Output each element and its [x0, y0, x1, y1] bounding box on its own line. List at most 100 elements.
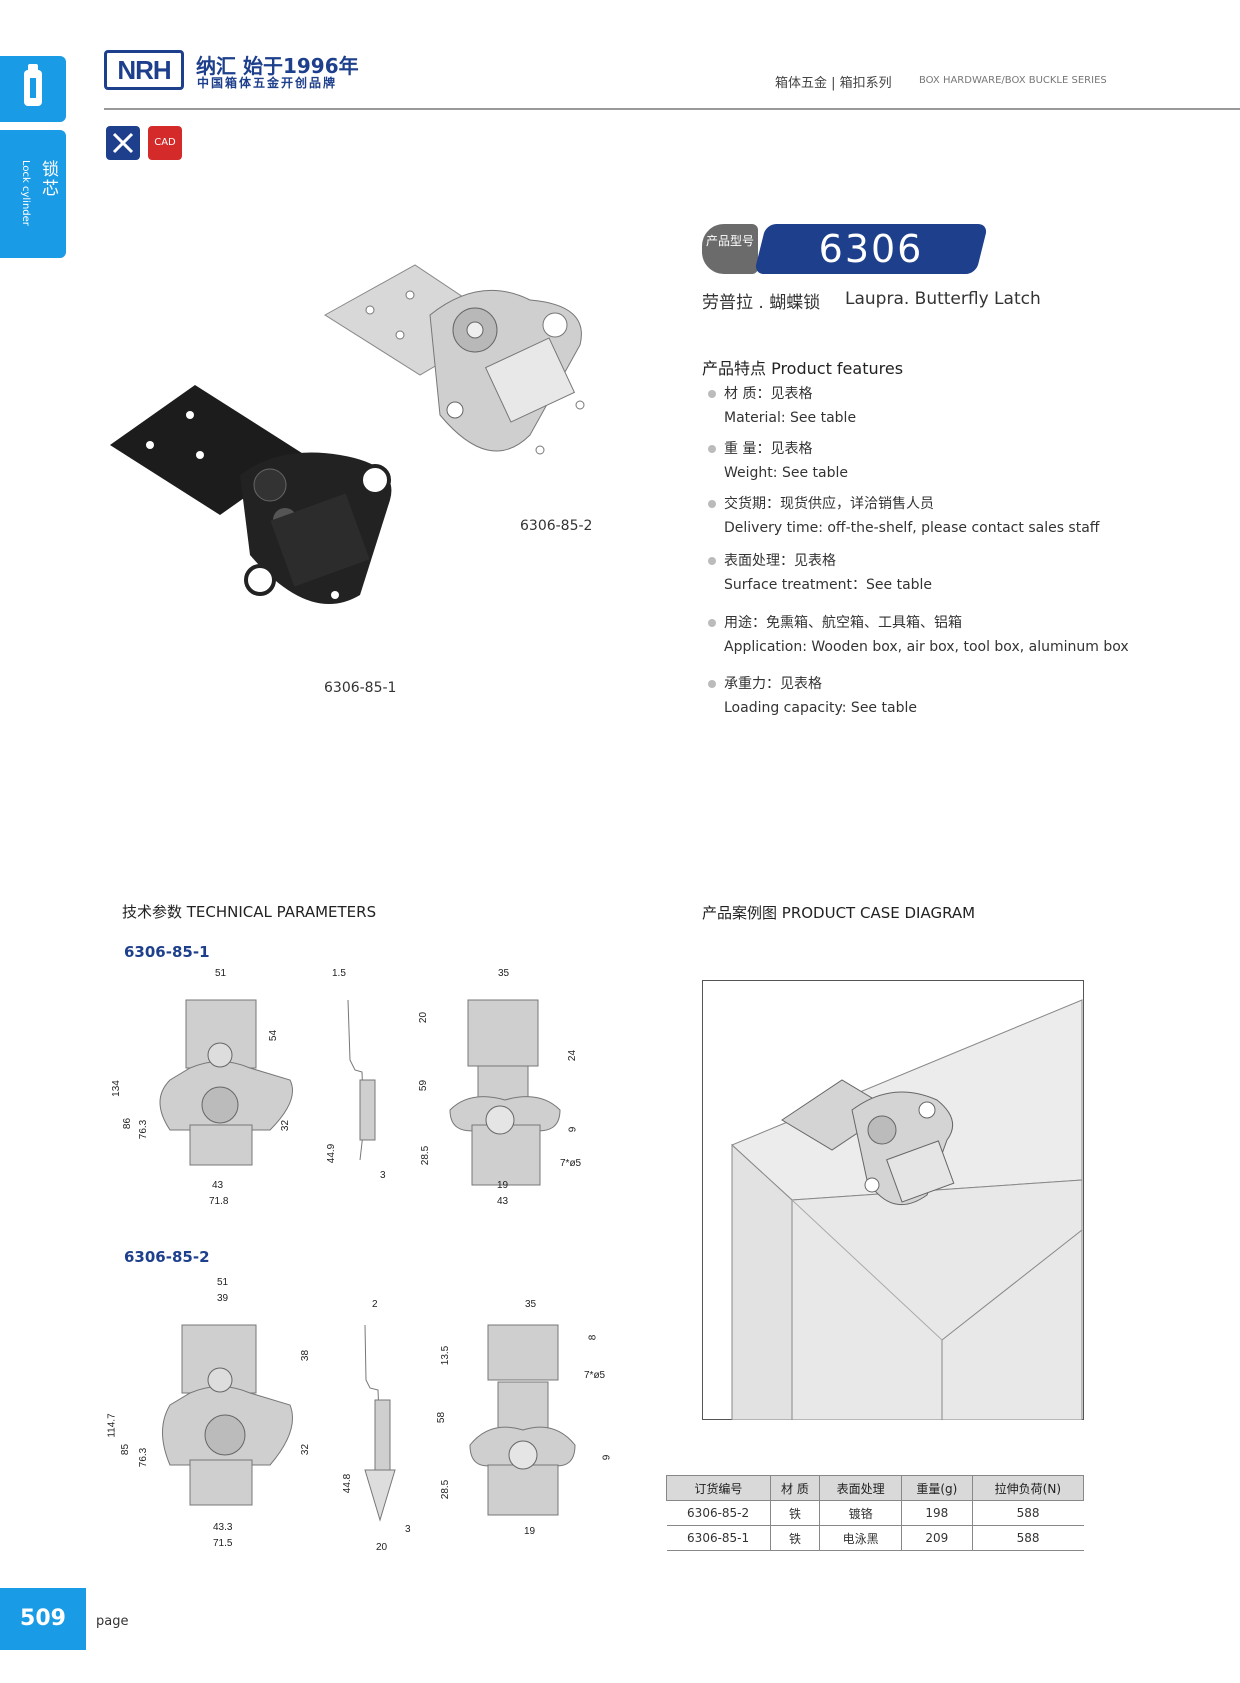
bullet-icon	[708, 445, 716, 453]
drawing-6306-85-1	[159, 999, 561, 1186]
col-header: 表面处理	[819, 1475, 903, 1501]
feature-item: 材 质：见表格 Material: See table	[708, 382, 856, 430]
dim: 44.9	[326, 1143, 338, 1164]
dim: 2	[372, 1299, 378, 1310]
latch-mounted-illustration	[781, 1079, 955, 1205]
dim: 35	[525, 1299, 537, 1310]
product-photo	[110, 264, 585, 604]
cell: 198	[901, 1500, 973, 1526]
dim: 43.3	[213, 1522, 233, 1533]
dim: 24	[567, 1049, 579, 1062]
model-number: 6306	[818, 227, 924, 271]
dim: 38	[300, 1349, 312, 1362]
dim: 19	[497, 1180, 509, 1191]
dim: 76.3	[138, 1119, 150, 1140]
page-number: 509	[0, 1588, 86, 1650]
lock-cylinder-icon	[24, 64, 42, 106]
dim: 51	[217, 1277, 229, 1288]
side-category-cn: 锁芯	[38, 160, 58, 198]
table-row: 6306-85-2 铁 镀铬 198 588	[666, 1500, 1084, 1526]
cad-icon[interactable]: CAD	[148, 126, 182, 160]
cell: 铁	[769, 1500, 820, 1526]
dim: 43	[212, 1180, 224, 1191]
latch-black-illustration	[110, 385, 392, 604]
side-category-en: Lock cylinder	[20, 160, 31, 226]
dim: 32	[280, 1119, 292, 1132]
dim: 28.5	[420, 1145, 432, 1166]
header-divider	[104, 108, 1240, 110]
dim: 54	[268, 1029, 280, 1042]
dim: 3	[405, 1524, 411, 1535]
dim: 58	[436, 1411, 448, 1424]
cad-label: CAD	[154, 137, 176, 148]
dim: 3	[380, 1170, 386, 1181]
dim: 35	[498, 968, 510, 979]
dim: 71.8	[209, 1196, 229, 1207]
case-diagram	[702, 980, 1084, 1420]
dim: 44.8	[342, 1473, 354, 1494]
dim: 114.7	[106, 1413, 118, 1438]
feature-item: 表面处理：见表格 Surface treatment：See table	[708, 549, 932, 597]
col-header: 订货编号	[666, 1475, 771, 1501]
dim: 20	[376, 1542, 388, 1553]
cell: 588	[971, 1525, 1084, 1551]
dim: 7*ø5	[560, 1158, 582, 1169]
col-header: 重量(g)	[901, 1475, 973, 1501]
table-row: 6306-85-1 铁 电泳黑 209 588	[666, 1525, 1084, 1551]
brand-logo: NRH	[104, 50, 184, 90]
dim: 59	[418, 1079, 430, 1092]
dim: 9	[601, 1454, 613, 1461]
bullet-icon	[708, 619, 716, 627]
cell: 电泳黑	[819, 1525, 902, 1551]
photo-label-2: 6306-85-2	[520, 518, 593, 534]
side-tab-lock-cylinder[interactable]	[0, 130, 66, 258]
drawing-label-1: 6306-85-1	[124, 943, 210, 961]
drawing-label-2: 6306-85-2	[124, 1248, 210, 1266]
product-name-cn: 劳普拉 . 蝴蝶锁	[702, 293, 821, 313]
cell: 209	[901, 1525, 973, 1551]
side-tab-lock-icon[interactable]	[0, 56, 66, 122]
model-badge-label: 产品型号	[702, 224, 758, 274]
dim: 51	[215, 968, 227, 979]
dim: 7*ø5	[584, 1370, 606, 1381]
features-title: 产品特点 Product features	[702, 359, 904, 378]
product-name-en: Laupra. Butterfly Latch	[845, 289, 1041, 309]
feature-item: 承重力：见表格 Loading capacity: See table	[708, 672, 917, 720]
cell: 镀铬	[819, 1500, 902, 1526]
case-title: 产品案例图 PRODUCT CASE DIAGRAM	[702, 904, 976, 922]
dim: 39	[217, 1293, 229, 1304]
cell: 铁	[769, 1525, 820, 1551]
series-cn: 箱体五金 | 箱扣系列	[775, 76, 892, 91]
cell: 6306-85-1	[666, 1525, 771, 1551]
tools-icon[interactable]	[106, 126, 140, 160]
dim: 28.5	[440, 1479, 452, 1500]
bullet-icon	[708, 500, 716, 508]
brand-slogan: 纳汇 始于1996年	[196, 54, 359, 78]
drawing-6306-85-2	[162, 1324, 576, 1522]
feature-item: 重 量：见表格 Weight: See table	[708, 437, 848, 485]
bullet-icon	[708, 390, 716, 398]
latch-silver-illustration	[324, 264, 585, 455]
dim: 20	[418, 1011, 430, 1024]
dim: 8	[587, 1334, 599, 1341]
feature-item: 用途：免熏箱、航空箱、工具箱、铝箱 Application: Wooden bo…	[708, 611, 1129, 659]
dim: 76.3	[138, 1447, 150, 1468]
photo-label-1: 6306-85-1	[324, 680, 397, 696]
col-header: 拉伸负荷(N)	[971, 1475, 1085, 1501]
dim: 71.5	[213, 1538, 233, 1549]
dim: 9	[567, 1126, 579, 1133]
bullet-icon	[708, 680, 716, 688]
bullet-icon	[708, 557, 716, 565]
feature-item: 交货期：现货供应，详洽销售人员 Delivery time: off-the-s…	[708, 492, 1099, 540]
dim: 43	[497, 1196, 509, 1207]
brand-subtitle: 中国箱体五金开创品牌	[197, 76, 338, 90]
dim: 86	[122, 1117, 134, 1130]
dim: 13.5	[440, 1345, 452, 1366]
dim: 19	[524, 1526, 536, 1537]
dim: 1.5	[332, 968, 346, 979]
tech-title: 技术参数 TECHNICAL PARAMETERS	[122, 903, 377, 921]
dim: 85	[120, 1443, 132, 1456]
page-label: page	[96, 1614, 129, 1629]
series-en: BOX HARDWARE/BOX BUCKLE SERIES	[919, 75, 1107, 86]
dim: 32	[300, 1443, 312, 1456]
